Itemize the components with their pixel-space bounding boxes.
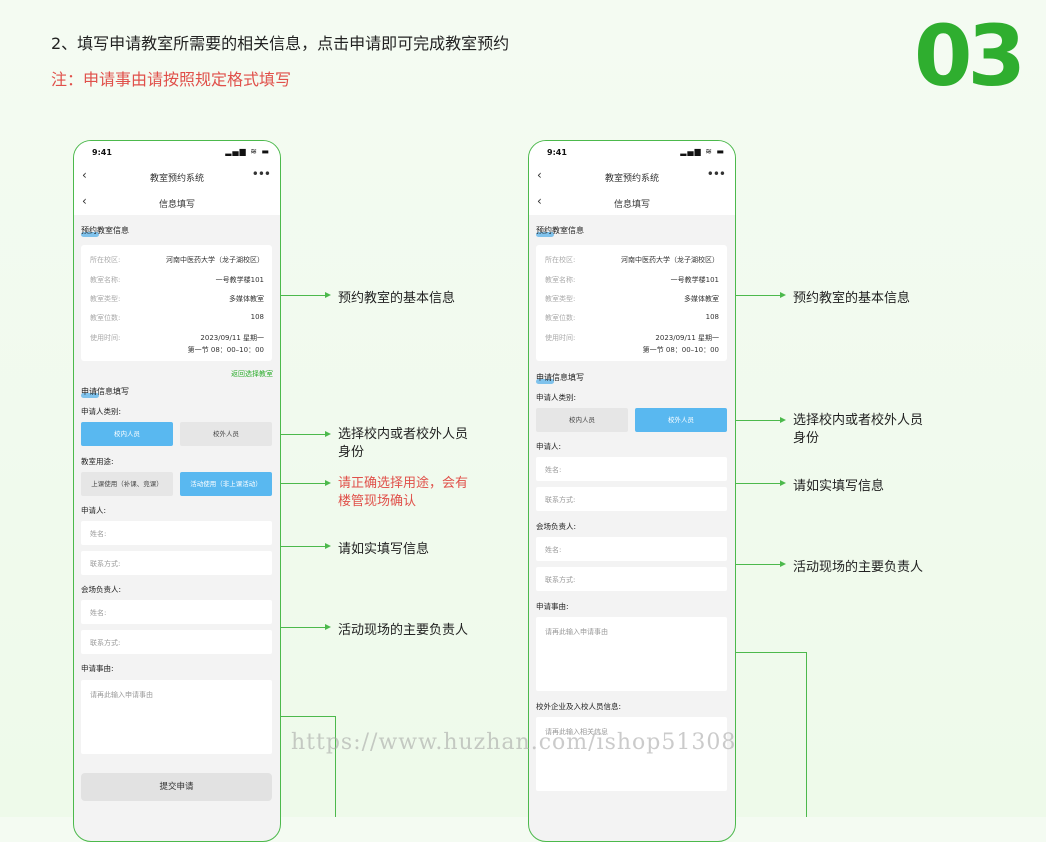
annotation-fill: 请如实填写信息 <box>793 479 885 494</box>
title-highlight <box>81 232 99 237</box>
submit-button[interactable]: 提交申请 <box>81 773 272 801</box>
arrow-head <box>325 480 331 486</box>
manager-contact-field[interactable]: 联系方式: <box>536 567 727 591</box>
manager-label: 会场负责人: <box>536 522 577 531</box>
status-time: 9:41 <box>92 148 112 157</box>
back-icon[interactable]: ‹ <box>82 168 87 182</box>
arrow-head <box>325 543 331 549</box>
purpose-label: 教室用途: <box>81 457 114 466</box>
section-room-title: 预约教室信息 <box>536 226 584 237</box>
applicant-contact-field[interactable]: 联系方式: <box>81 551 272 575</box>
title-highlight <box>81 393 99 398</box>
internal-staff-button[interactable]: 校内人员 <box>81 422 173 446</box>
arrow-head <box>325 431 331 437</box>
page-title: 信息填写 <box>158 200 195 210</box>
connector-line <box>736 652 806 653</box>
app-title: 教室预约系统 <box>604 174 659 184</box>
left-phone-mockup: 9:41 ▂▄▆ ≋ ▬ ‹ 教室预约系统 ••• ‹ 信息填写 预约教室信息 … <box>73 140 281 842</box>
step-number: 03 <box>914 7 1026 105</box>
arrow-line <box>736 564 780 565</box>
page-title: 信息填写 <box>613 200 650 210</box>
arrow-head <box>325 292 331 298</box>
annotation-purpose: 请正确选择用途，会有楼管现场确认 <box>338 476 469 509</box>
reason-label: 申请事由: <box>536 602 569 611</box>
annotation-identity: 选择校内或者校外人员身份 <box>338 427 469 460</box>
internal-staff-button[interactable]: 校内人员 <box>536 408 628 432</box>
applicant-label: 申请人: <box>81 506 107 515</box>
applicant-type-label: 申请人类别: <box>536 393 577 402</box>
section-room-title: 预约教室信息 <box>81 226 129 237</box>
arrow-line <box>736 295 780 296</box>
connector-line <box>806 652 807 817</box>
instruction-text: 2、填写申请教室所需要的相关信息，点击申请即可完成教室预约 <box>51 34 510 53</box>
manager-name-field[interactable]: 姓名: <box>536 537 727 561</box>
note-text: 注：申请事由请按照规定格式填写 <box>51 70 292 89</box>
reason-textarea[interactable]: 请再此输入申请事由 <box>81 680 272 754</box>
section-apply-title: 申请信息填写 <box>536 373 584 384</box>
annotation-fill: 请如实填写信息 <box>338 542 430 557</box>
arrow-head <box>780 480 786 486</box>
back-to-select-link[interactable]: 返回选择教室 <box>231 370 273 378</box>
arrow-line <box>281 546 325 547</box>
watermark-url: https://www.huzhan.com/ishop51308 <box>291 730 737 755</box>
applicant-type-label: 申请人类别: <box>81 407 122 416</box>
title-highlight <box>536 379 554 384</box>
external-staff-button[interactable]: 校外人员 <box>180 422 272 446</box>
arrow-line <box>736 483 780 484</box>
sub-back-icon[interactable]: ‹ <box>537 194 542 208</box>
back-icon[interactable]: ‹ <box>537 168 542 182</box>
arrow-line <box>736 420 780 421</box>
annotation-manager: 活动现场的主要负责人 <box>338 623 469 638</box>
more-icon[interactable]: ••• <box>251 167 271 181</box>
top-bar: 9:41 ▂▄▆ ≋ ▬ ‹ 教室预约系统 ••• ‹ 信息填写 <box>529 141 735 215</box>
arrow-line <box>281 434 325 435</box>
status-time: 9:41 <box>547 148 567 157</box>
reason-textarea[interactable]: 请再此输入申请事由 <box>536 617 727 691</box>
annotation-identity: 选择校内或者校外人员身份 <box>793 413 924 446</box>
room-info-card: 所在校区:河南中医药大学（龙子湖校区） 教室名称:一号教学楼101 教室类型:多… <box>536 245 727 361</box>
arrow-head <box>780 561 786 567</box>
annotation-room-info: 预约教室的基本信息 <box>793 291 911 306</box>
title-highlight <box>536 232 554 237</box>
arrow-head <box>325 624 331 630</box>
annotation-room-info: 预约教室的基本信息 <box>338 291 456 306</box>
annotation-manager: 活动现场的主要负责人 <box>793 560 924 575</box>
applicant-name-field[interactable]: 姓名: <box>81 521 272 545</box>
reason-label: 申请事由: <box>81 664 114 673</box>
status-icons: ▂▄▆ ≋ ▬ <box>680 147 725 156</box>
more-icon[interactable]: ••• <box>706 167 726 181</box>
sub-back-icon[interactable]: ‹ <box>82 194 87 208</box>
connector-line <box>281 716 335 717</box>
arrow-head <box>780 417 786 423</box>
external-info-label: 校外企业及入校人员信息: <box>536 702 622 711</box>
applicant-label: 申请人: <box>536 442 562 451</box>
class-use-button[interactable]: 上课使用（补课、竞课） <box>81 472 173 496</box>
section-apply-title: 申请信息填写 <box>81 387 129 398</box>
app-title: 教室预约系统 <box>149 174 204 184</box>
applicant-name-field[interactable]: 姓名: <box>536 457 727 481</box>
manager-contact-field[interactable]: 联系方式: <box>81 630 272 654</box>
connector-line <box>335 716 336 817</box>
arrow-head <box>780 292 786 298</box>
room-info-card: 所在校区:河南中医药大学（龙子湖校区） 教室名称:一号教学楼101 教室类型:多… <box>81 245 272 361</box>
applicant-contact-field[interactable]: 联系方式: <box>536 487 727 511</box>
external-staff-button[interactable]: 校外人员 <box>635 408 727 432</box>
status-icons: ▂▄▆ ≋ ▬ <box>225 147 270 156</box>
activity-use-button[interactable]: 活动使用（非上课活动） <box>180 472 272 496</box>
manager-label: 会场负责人: <box>81 585 122 594</box>
right-phone-mockup: 9:41 ▂▄▆ ≋ ▬ ‹ 教室预约系统 ••• ‹ 信息填写 预约教室信息 … <box>528 140 736 842</box>
manager-name-field[interactable]: 姓名: <box>81 600 272 624</box>
external-info-textarea[interactable]: 请再此输入相关信息 <box>536 717 727 791</box>
arrow-line <box>281 627 325 628</box>
arrow-line <box>281 483 325 484</box>
top-bar: 9:41 ▂▄▆ ≋ ▬ ‹ 教室预约系统 ••• ‹ 信息填写 <box>74 141 280 215</box>
arrow-line <box>281 295 325 296</box>
